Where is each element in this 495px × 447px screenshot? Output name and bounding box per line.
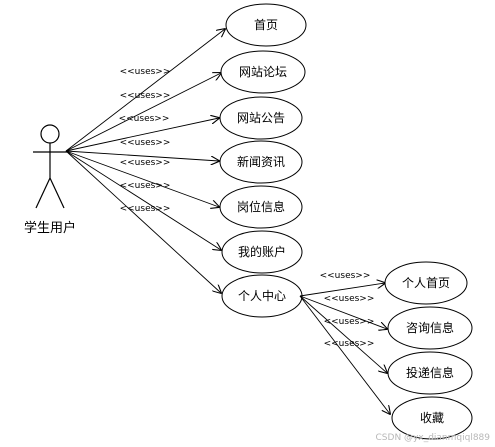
assoc-news — [65, 150, 219, 161]
assoc-forum — [65, 73, 221, 152]
use-case-consult: 咨询信息 — [387, 306, 473, 350]
use-case-label: 首页 — [254, 18, 278, 32]
use-case-label: 新闻资讯 — [237, 154, 285, 169]
use-case-center: 个人中心 — [221, 274, 303, 318]
stick-figure-icon — [33, 124, 67, 209]
use-case-favorites: 收藏 — [391, 396, 473, 440]
stereotype-news: <<uses>> — [120, 138, 171, 148]
use-case-label: 网站论坛 — [239, 65, 287, 79]
assoc-delivery — [299, 295, 387, 373]
stereotype-jobs: <<uses>> — [120, 158, 171, 168]
use-case-jobs: 岗位信息 — [219, 185, 303, 229]
stereotype-forum: <<uses>> — [120, 91, 171, 101]
assoc-home — [65, 29, 225, 152]
use-case-delivery: 投递信息 — [387, 351, 473, 395]
actor-student-user: 学生用户 — [24, 124, 76, 236]
assoc-center — [65, 150, 221, 293]
stereotype-favorites: <<uses>> — [324, 339, 375, 349]
use-case-notice: 网站公告 — [219, 96, 303, 140]
use-cases: 首页 网站论坛 网站公告 新闻资讯 岗位信息 我的账户 个人中心 — [219, 3, 307, 318]
actor-stereotypes: <<uses>> <<uses>> <<uses>> <<uses>> <<us… — [119, 67, 171, 214]
use-case-label: 我的账户 — [238, 244, 286, 259]
stereotype-profile: <<uses>> — [320, 271, 371, 281]
stereotype-home: <<uses>> — [120, 67, 171, 77]
stereotype-account: <<uses>> — [120, 181, 171, 191]
use-case-label: 个人首页 — [402, 276, 450, 290]
use-case-label: 收藏 — [420, 411, 444, 425]
assoc-notice — [65, 118, 219, 152]
assoc-favorites — [299, 295, 390, 414]
stereotype-consult: <<uses>> — [324, 294, 375, 304]
assoc-consult — [299, 295, 387, 329]
use-case-home: 首页 — [225, 3, 307, 47]
use-case-profile: 个人首页 — [384, 261, 468, 305]
assoc-account — [65, 150, 221, 250]
center-stereotypes: <<uses>> <<uses>> <<uses>> <<uses>> — [320, 271, 375, 349]
use-case-label: 咨询信息 — [406, 320, 454, 335]
use-case-label: 网站公告 — [237, 111, 285, 125]
center-associations — [299, 283, 390, 414]
stereotype-delivery: <<uses>> — [324, 317, 375, 327]
use-case-label: 个人中心 — [238, 288, 286, 303]
use-case-label: 岗位信息 — [237, 199, 285, 214]
stereotype-notice: <<uses>> — [119, 114, 170, 124]
stereotype-center: <<uses>> — [120, 204, 171, 214]
use-case-forum: 网站论坛 — [220, 50, 306, 94]
watermark: CSDN @yx_dianmqiql889 — [376, 433, 491, 443]
assoc-jobs — [65, 150, 219, 207]
use-case-account: 我的账户 — [221, 230, 303, 274]
actor-associations — [65, 29, 225, 293]
sub-use-cases: 个人首页 咨询信息 投递信息 收藏 — [384, 261, 473, 440]
actor-label: 学生用户 — [24, 220, 76, 236]
use-case-news: 新闻资讯 — [219, 140, 303, 184]
use-case-label: 投递信息 — [406, 365, 454, 380]
assoc-profile — [299, 283, 385, 297]
